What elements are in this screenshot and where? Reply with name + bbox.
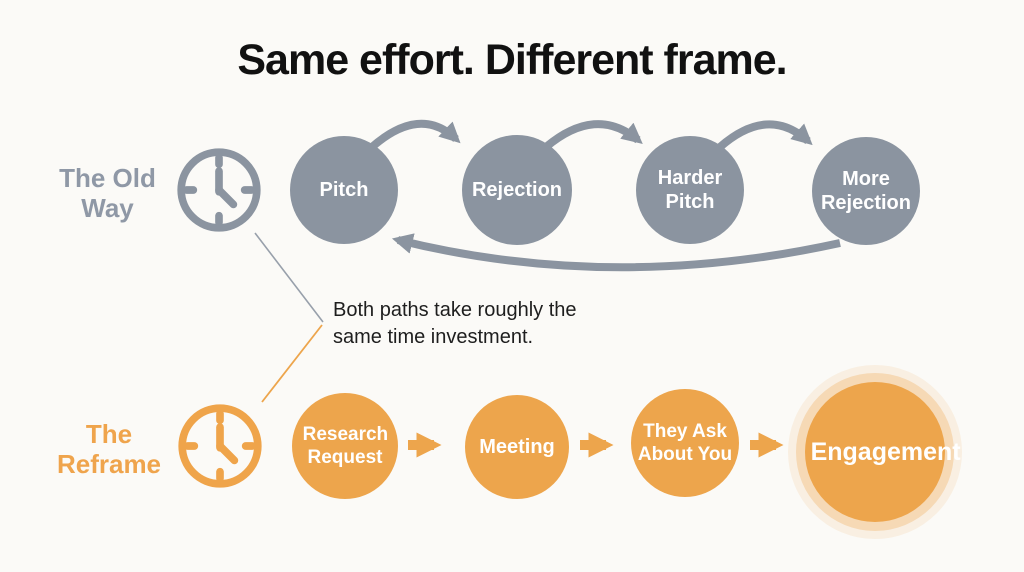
- curved-arrow-icon: [543, 120, 643, 151]
- node-label: Harder Pitch: [657, 167, 723, 213]
- note-line: same time investment.: [333, 326, 534, 348]
- flow-node-more-rejection: More Rejection: [812, 137, 920, 245]
- node-label: Pitch: [319, 179, 369, 201]
- connector-line-gray: [254, 232, 324, 323]
- node-label: Research Request: [302, 424, 389, 468]
- connector-line-orange: [261, 324, 323, 403]
- clock-icon: [175, 401, 265, 491]
- old-way-label: The Old Way: [59, 163, 156, 223]
- flow-node-rejection: Rejection: [462, 135, 572, 245]
- flow-node-harder-pitch: Harder Pitch: [636, 136, 744, 244]
- flow-node-engagement: Engagement: [805, 382, 961, 522]
- flow-node-meeting: Meeting: [465, 395, 569, 499]
- node-label: More Rejection: [820, 168, 911, 214]
- flow-node-research-request: Research Request: [292, 393, 398, 499]
- page-title: Same effort. Different frame.: [237, 36, 787, 84]
- flow-node-they-ask-about-you: They Ask About You: [631, 389, 739, 497]
- flow-node-pitch: Pitch: [290, 136, 398, 244]
- node-label: Engagement: [810, 438, 961, 466]
- node-label: They Ask About You: [637, 421, 733, 465]
- curved-arrow-icon: [369, 119, 461, 151]
- note-text: Both paths take roughly the same time in…: [333, 297, 577, 351]
- curved-arrow-icon: [717, 120, 813, 151]
- reframe-label: The Reframe: [56, 419, 162, 479]
- node-label: Meeting: [479, 436, 555, 458]
- node-label: Rejection: [471, 179, 563, 201]
- clock-icon: [174, 145, 264, 235]
- note-line: Both paths take roughly the: [333, 299, 577, 321]
- return-arrow-icon: [391, 233, 841, 272]
